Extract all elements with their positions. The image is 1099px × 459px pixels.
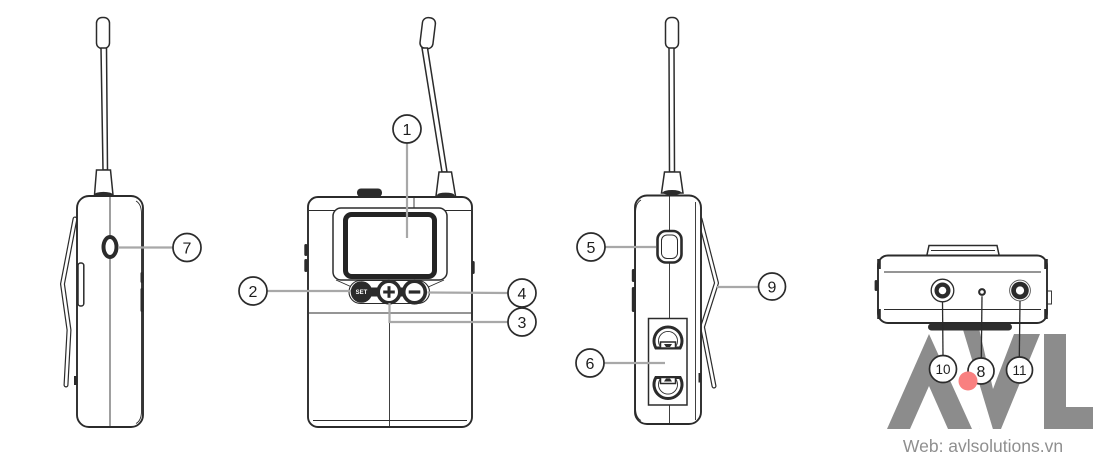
leader-lines [118, 143, 759, 365]
callout-6: 6 [575, 348, 605, 378]
body-edge-highlight [635, 199, 642, 421]
svg-text:3: 3 [518, 315, 527, 332]
antenna-tip [419, 16, 437, 50]
svg-text:1: 1 [403, 122, 412, 139]
svg-text:9: 9 [768, 279, 777, 296]
antenna-base [93, 169, 114, 196]
leader-line-8 [980, 296, 983, 359]
callout-2: 2 [238, 276, 268, 306]
edge-button-profile [304, 259, 308, 272]
callout-3: 3 [507, 307, 537, 337]
battery-top-inner [658, 331, 678, 349]
clip-bottom-tick [74, 376, 77, 385]
callout-10: 10 [928, 354, 958, 384]
bottom-left-jack [930, 278, 955, 303]
watermark-web-text: Web: avlsolutions.vn [903, 436, 1063, 456]
side-button-inner [661, 234, 678, 259]
plus-icon [383, 286, 395, 298]
clip-bottom-tick [698, 373, 702, 383]
right-side-view [631, 16, 719, 425]
edge-button-profile [304, 244, 308, 256]
battery-bottom-inner [658, 377, 678, 395]
button-link [369, 287, 381, 297]
edge-nub [874, 280, 878, 291]
antenna-rod [421, 47, 448, 173]
antenna-tip [664, 16, 680, 50]
side-button [656, 229, 683, 264]
belt-clip-inner [698, 217, 718, 388]
antenna-rod [100, 47, 109, 171]
svg-text:6: 6 [586, 356, 595, 373]
corner-tick [877, 259, 881, 269]
leader-line-3 [388, 303, 508, 324]
leader-line-10 [941, 301, 944, 356]
bottom-small-hole [978, 288, 986, 296]
callout-11: 11 [1005, 356, 1034, 384]
antenna-mount [663, 190, 681, 195]
battery-bottom-tab [664, 378, 672, 382]
clip-mount-bar [77, 262, 85, 307]
logo-letter-a [887, 334, 972, 429]
edge-button-profile [471, 261, 475, 274]
belt-clip-inner [61, 217, 77, 387]
svg-text:7: 7 [183, 240, 192, 257]
edge-button-profile [140, 288, 144, 312]
left-side-view [60, 16, 144, 428]
svg-text:8: 8 [977, 364, 986, 381]
svg-text:11: 11 [1012, 363, 1026, 378]
corner-tick [877, 309, 881, 319]
svg-text:5: 5 [587, 240, 596, 257]
callouts: 1 2 3 4 5 6 7 9 [172, 114, 1034, 385]
corner-tick [1044, 259, 1048, 269]
antenna-tip [95, 16, 111, 50]
edge-button-profile [140, 272, 144, 283]
svg-text:2: 2 [249, 284, 258, 301]
callout-4: 4 [507, 278, 537, 308]
corner-tick [1044, 309, 1048, 319]
top-switch-bump [357, 188, 382, 197]
callout-1: 1 [392, 114, 422, 144]
recess-slant-line [425, 279, 445, 289]
battery-compartment [647, 317, 688, 406]
callout-9: 9 [757, 272, 787, 301]
edge-step [1047, 290, 1052, 305]
clip-bottom-tab [928, 323, 1012, 331]
logo-red-dot [958, 371, 978, 391]
bottom-view [874, 244, 1052, 359]
body-edge-highlight [135, 200, 142, 424]
edge-button-profile [631, 287, 635, 312]
battery-top-tab [664, 344, 672, 347]
front-view: SET [304, 16, 475, 428]
logo-letter-a-cut [910, 386, 948, 429]
edge-button-profile [631, 269, 635, 282]
callout-5: 5 [576, 232, 606, 262]
logo-letter-l [1044, 334, 1093, 429]
side-oval-button [101, 235, 119, 259]
bottom-right-jack [1009, 279, 1031, 302]
leader-line-4 [427, 291, 509, 295]
set-button [350, 281, 373, 303]
antenna-base [435, 171, 457, 197]
leader-line-11 [1018, 300, 1021, 358]
svg-text:4: 4 [518, 286, 527, 303]
svg-text:10: 10 [935, 362, 950, 377]
antenna-rod [668, 47, 676, 173]
callout-7: 7 [172, 232, 202, 263]
antenna-base [660, 171, 684, 194]
display-screen [343, 212, 437, 279]
set-button-label: SET [356, 290, 368, 296]
